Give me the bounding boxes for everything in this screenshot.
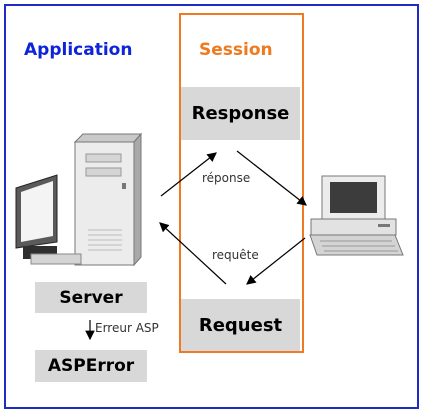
client-computer-icon <box>309 175 404 256</box>
flow-arrows <box>85 150 307 341</box>
session-title: Session <box>199 40 273 60</box>
requete-text: requête <box>212 248 259 262</box>
asperror-label: ASPError <box>35 350 147 382</box>
response-label: Response <box>181 87 300 140</box>
erreur-asp-text: Erreur ASP <box>95 321 159 335</box>
server-computer-icon <box>15 132 143 267</box>
request-label: Request <box>181 299 300 351</box>
session-container <box>179 13 304 353</box>
application-title: Application <box>24 40 133 60</box>
server-label: Server <box>35 282 147 313</box>
reponse-text: réponse <box>202 171 251 185</box>
